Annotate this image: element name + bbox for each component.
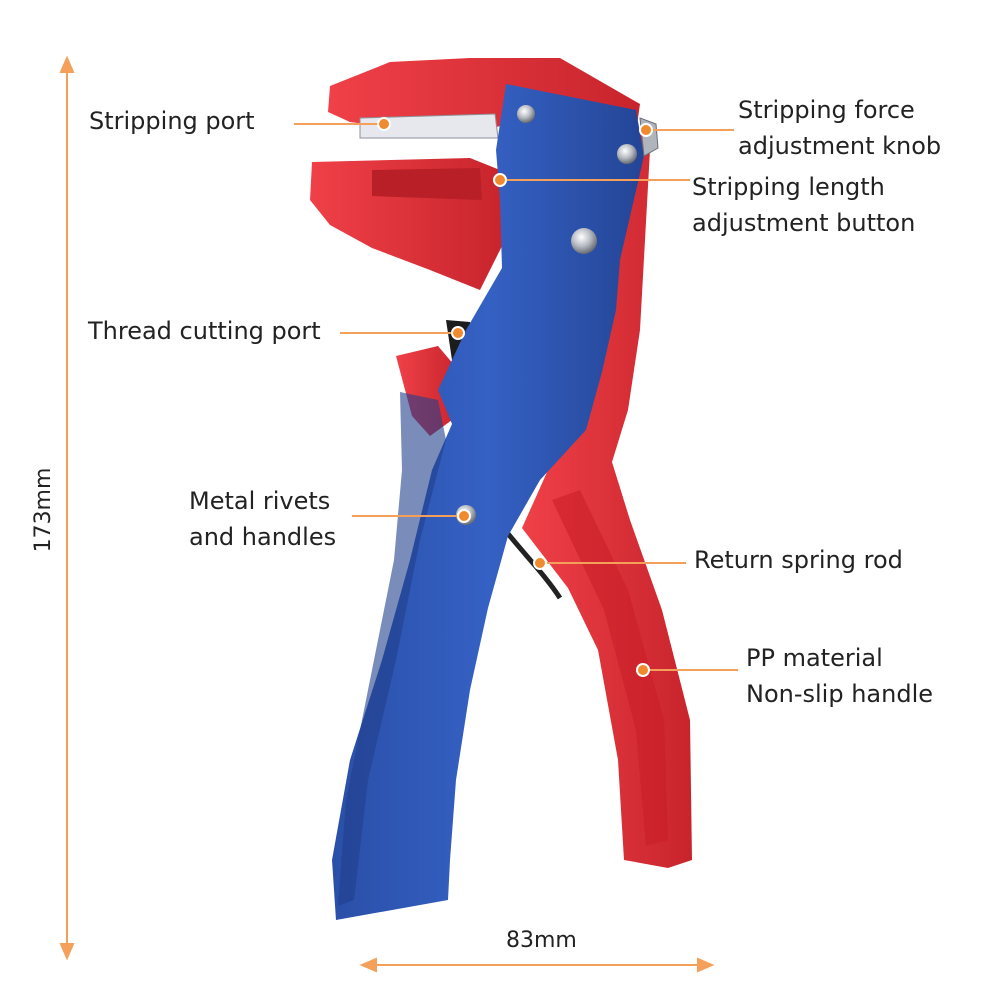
blue-handle-channel: [338, 392, 446, 906]
red-handle-groove: [552, 490, 668, 846]
dot-thread-cutting: [451, 326, 465, 340]
height-dimension-label: 173mm: [31, 467, 56, 553]
width-dimension-arrow: [359, 957, 715, 973]
callout-lines: [294, 123, 738, 671]
dot-force-knob: [639, 123, 653, 137]
callout-dots: [377, 117, 653, 677]
label-pp-handle: PP material Non-slip handle: [746, 644, 934, 708]
dot-stripping-port: [377, 117, 391, 131]
blue-body-handle: [332, 84, 644, 920]
rivet-knob: [617, 144, 637, 164]
width-dimension-label: 83mm: [506, 928, 577, 953]
dot-pp-handle: [636, 663, 650, 677]
dot-length-button: [493, 173, 507, 187]
rivet-top: [517, 105, 535, 123]
rivet-center: [571, 228, 597, 254]
label-rivets: Metal rivets and handles: [189, 487, 337, 551]
label-length-button: Stripping length adjustment button: [692, 173, 916, 237]
dot-return-spring: [533, 556, 547, 570]
label-thread-cutting: Thread cutting port: [88, 317, 321, 345]
height-dimension-arrow: [59, 55, 75, 961]
dot-rivets: [457, 509, 471, 523]
label-stripping-port: Stripping port: [89, 107, 255, 135]
label-return-spring: Return spring rod: [694, 546, 903, 574]
label-force-knob: Stripping force adjustment knob: [738, 96, 942, 160]
red-jaw-teeth: [372, 168, 482, 200]
